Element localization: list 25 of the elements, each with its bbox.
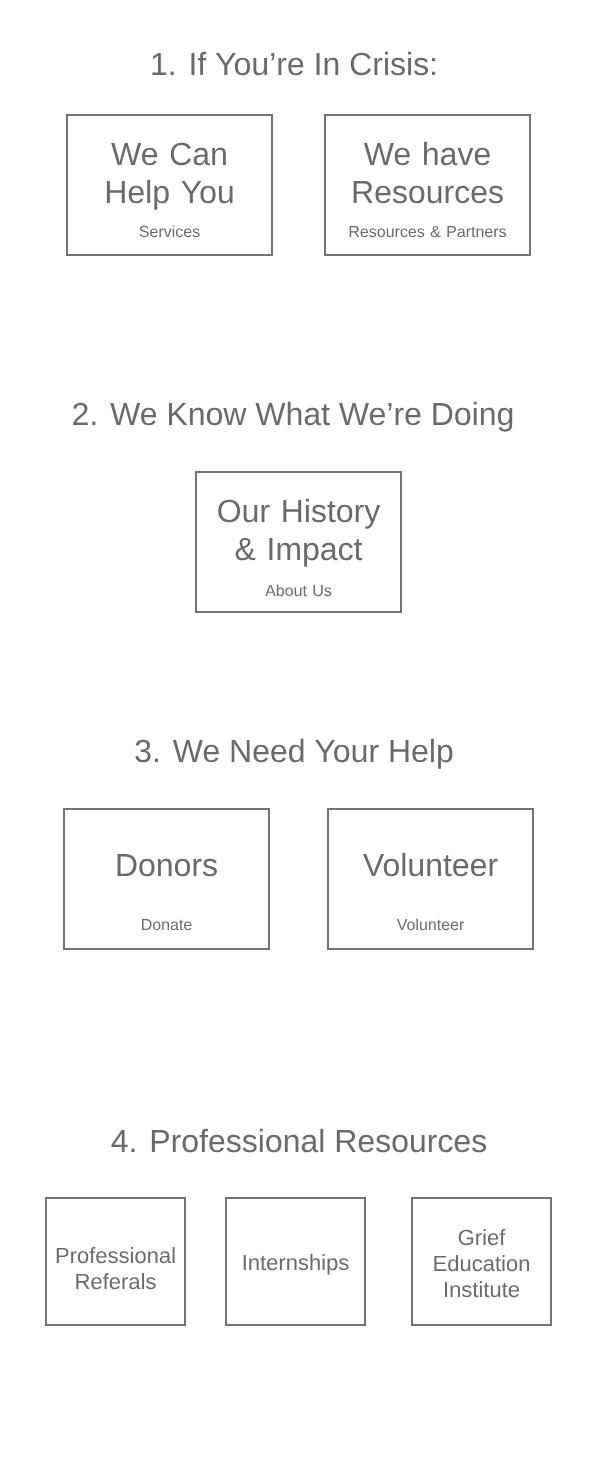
title-text: Internships <box>243 1254 349 1275</box>
section-heading: 1. If You’re In Crisis: <box>152 51 436 76</box>
content-box <box>411 1197 552 1326</box>
content-box <box>225 1197 366 1326</box>
title-text: Donors <box>117 854 217 877</box>
subtitle-text: About Us <box>265 584 332 597</box>
title-text: Grief Education Institute <box>434 1229 529 1298</box>
content-box <box>327 808 534 950</box>
title-text: Volunteer <box>363 852 498 877</box>
title-text: Professional Referals <box>56 1247 175 1290</box>
content-box <box>63 808 270 950</box>
content-box <box>66 114 273 256</box>
title-text: Our History & Impact <box>218 498 381 567</box>
subtitle-text: Resources & Partners <box>349 225 507 238</box>
section-heading: 3. We Need Your Help <box>135 738 453 769</box>
content-box <box>195 471 402 613</box>
subtitle-text: Donate <box>142 919 192 931</box>
title-text: We Can Help You <box>106 142 233 210</box>
subtitle-text: Services <box>139 225 200 238</box>
section-heading: 2. We Know What We’re Doing <box>73 401 513 432</box>
subtitle-text: Volunteer <box>396 918 465 931</box>
content-box <box>324 114 531 256</box>
title-text: We have Resources <box>353 141 503 204</box>
content-box <box>45 1197 186 1326</box>
section-heading: 4. Professional Resources <box>111 1128 486 1153</box>
